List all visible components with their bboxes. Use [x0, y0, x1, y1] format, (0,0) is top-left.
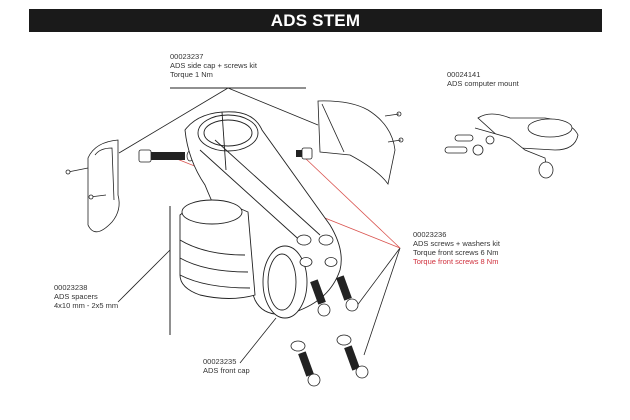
- side-screw-left: [138, 149, 194, 163]
- front-screw-3: [290, 340, 321, 387]
- spacers: [179, 199, 256, 299]
- spacers-sizes: 4x10 mm - 2x5 mm: [54, 301, 119, 310]
- front-screws: [290, 275, 369, 387]
- label-front-cap: 00023235 ADS front cap: [203, 357, 250, 375]
- side-cap-code: 00023237: [170, 52, 204, 61]
- spacers-name: ADS spacers: [54, 292, 98, 301]
- leader-front-cap: [239, 317, 277, 364]
- screws-washers-torque-alt: Torque front screws 8 Nm: [413, 257, 499, 266]
- computer-mount: [444, 113, 579, 179]
- front-screw-1: [310, 279, 331, 317]
- left-side-cap: [65, 139, 120, 233]
- page-title: ADS STEM: [270, 11, 361, 30]
- front-screw-4: [336, 334, 369, 379]
- front-screw-2: [336, 275, 359, 312]
- right-side-cap: [317, 100, 404, 185]
- front-cap-code: 00023235: [203, 357, 237, 366]
- label-side-cap: 00023237 ADS side cap + screws kit Torqu…: [170, 52, 257, 79]
- screws-washers-torque: Torque front screws 6 Nm: [413, 248, 499, 257]
- side-cap-name: ADS side cap + screws kit: [170, 61, 257, 70]
- title-bar: ADS STEM: [29, 9, 602, 32]
- stem-front-holes: [296, 234, 338, 267]
- screws-washers-name: ADS screws + washers kit: [413, 239, 500, 248]
- computer-mount-code: 00024141: [447, 70, 481, 79]
- leader-side-cap: [118, 87, 319, 154]
- label-spacers: 00023238 ADS spacers 4x10 mm - 2x5 mm: [54, 283, 118, 310]
- label-screws-washers: 00023236 ADS screws + washers kit Torque…: [413, 230, 500, 266]
- spacers-code: 00023238: [54, 283, 88, 292]
- computer-mount-name: ADS computer mount: [447, 79, 519, 88]
- side-cap-torque: Torque 1 Nm: [170, 70, 213, 79]
- screws-washers-code: 00023236: [413, 230, 447, 239]
- side-screw-right: [296, 147, 313, 160]
- front-cap-name: ADS front cap: [203, 366, 250, 375]
- leader-spacers: [117, 206, 171, 335]
- leader-screws-black: [352, 247, 401, 356]
- label-computer-mount: 00024141 ADS computer mount: [447, 70, 519, 88]
